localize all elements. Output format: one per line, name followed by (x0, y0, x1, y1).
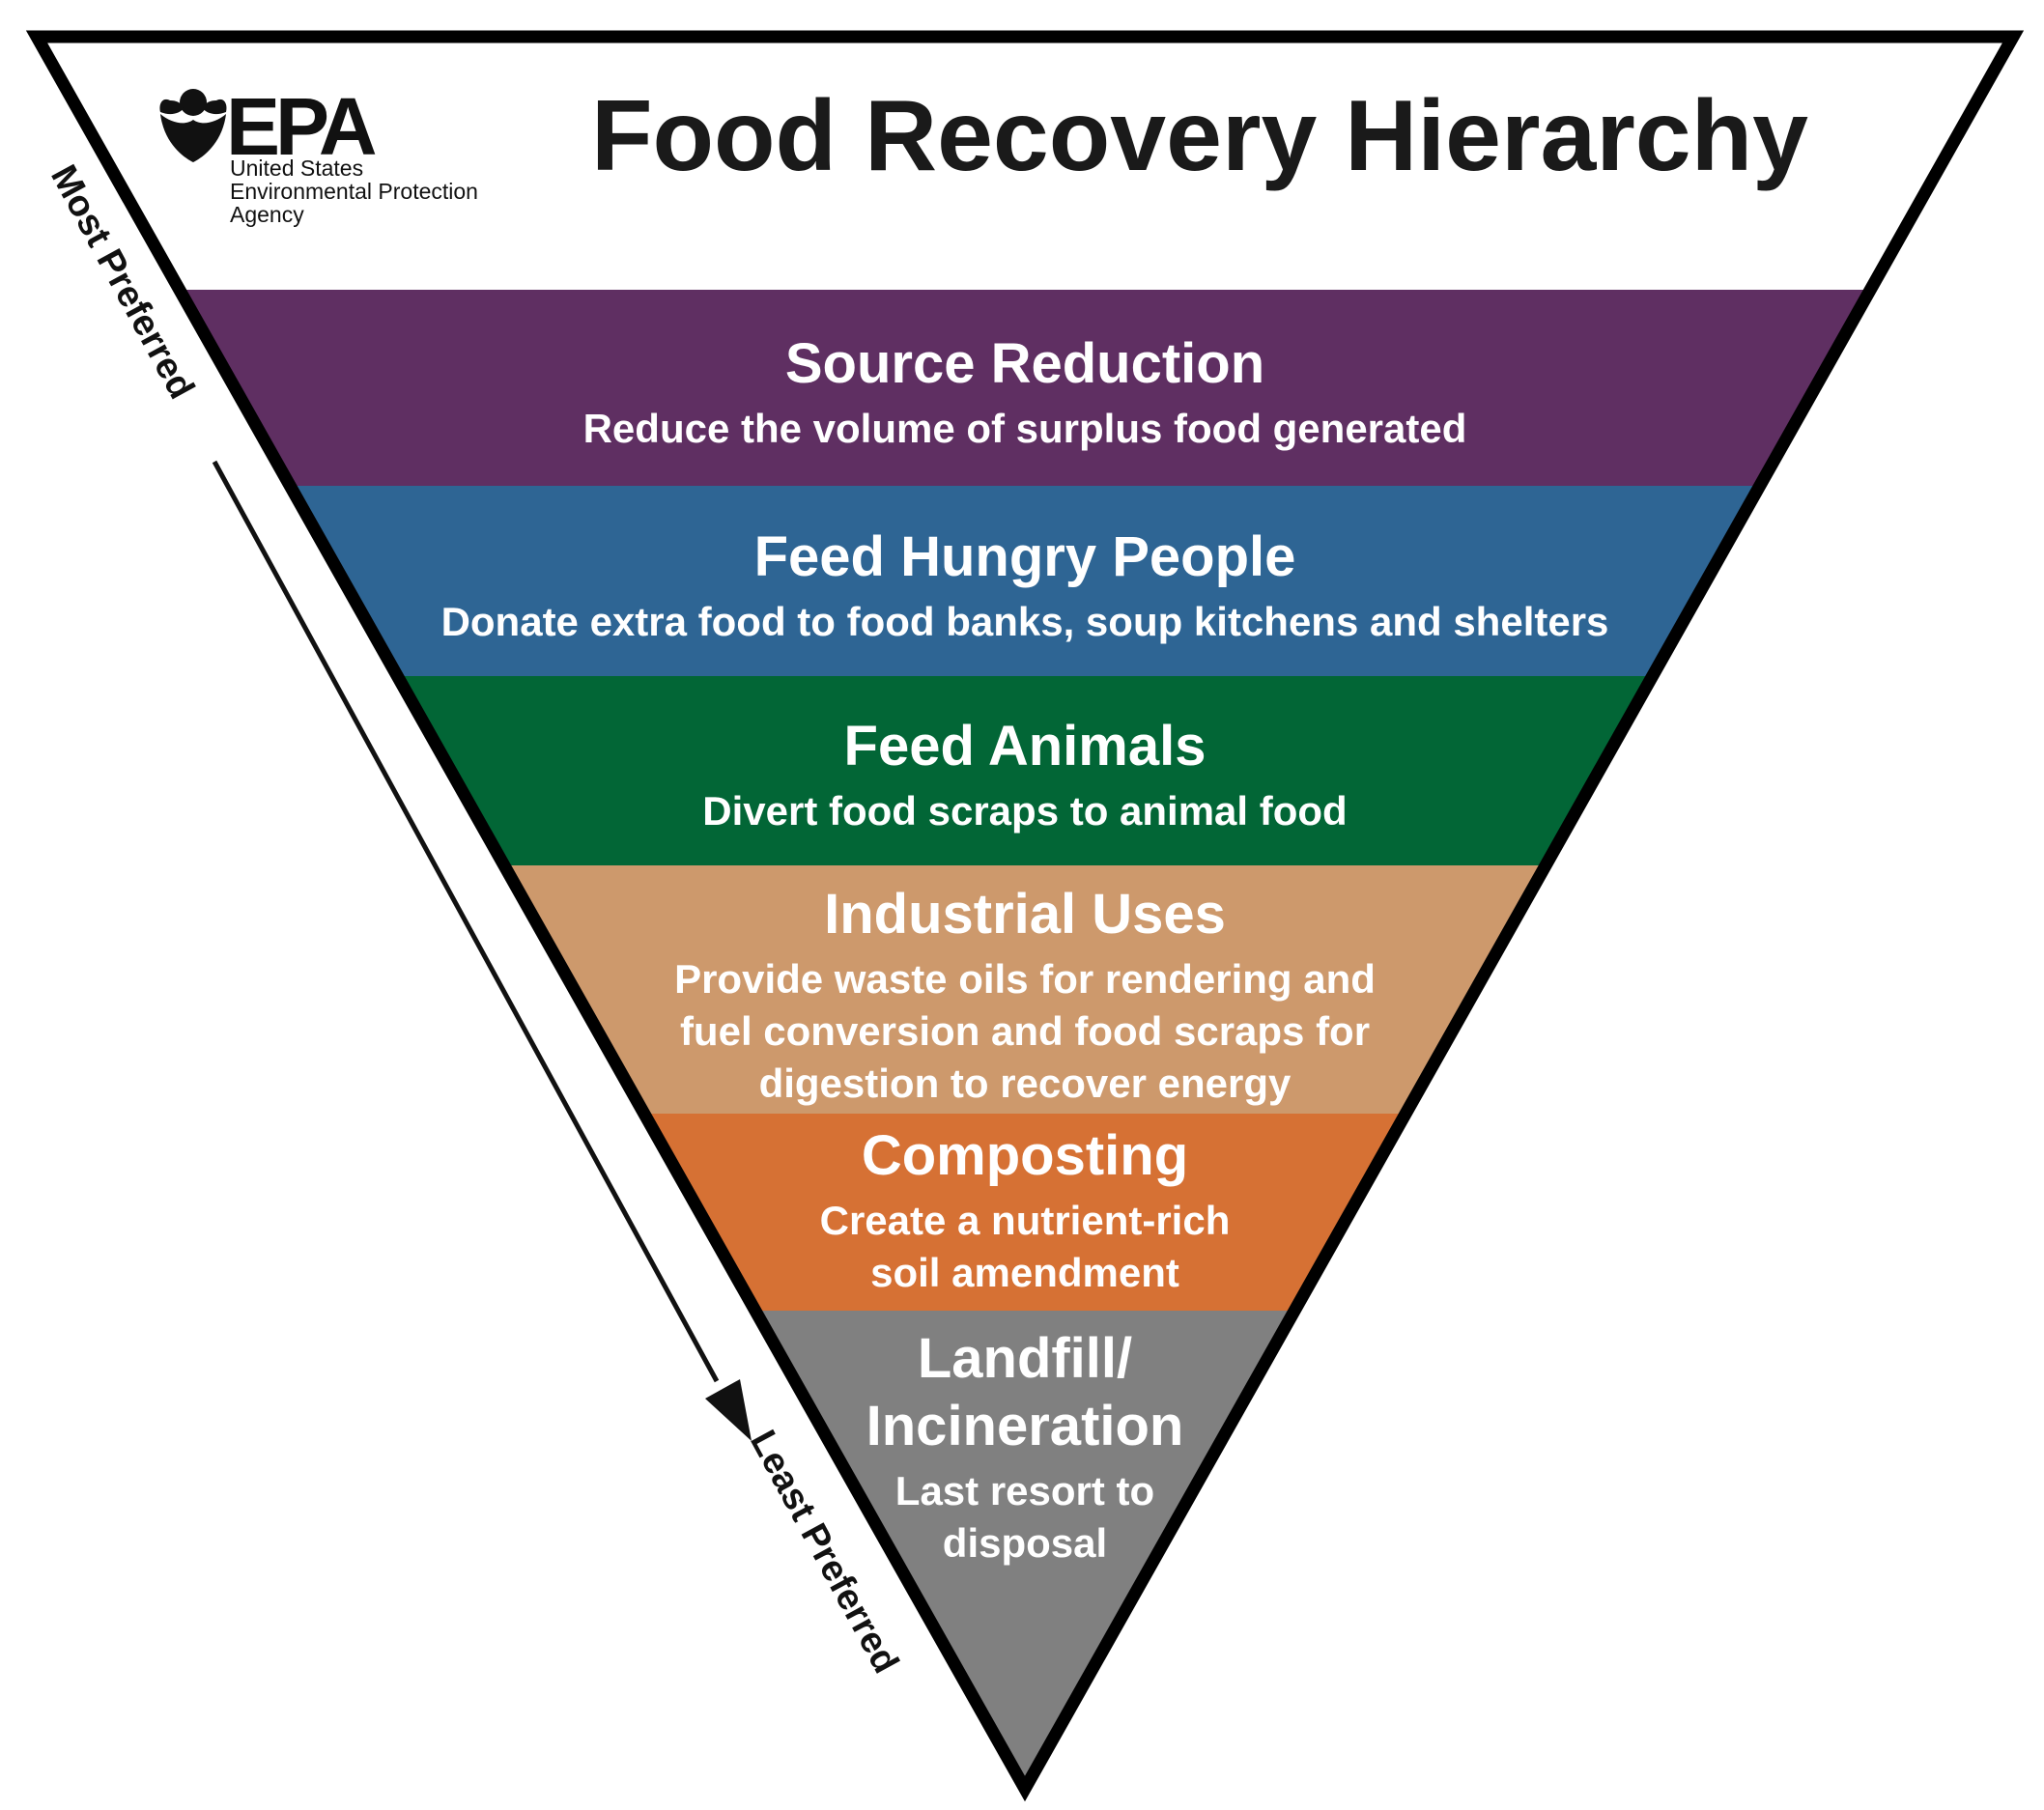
tier-title-industrial-uses: Industrial Uses (824, 883, 1226, 946)
agency-line-3: Agency (230, 202, 304, 227)
tier-description-feed-hungry-people: Donate extra food to food banks, soup ki… (441, 599, 1609, 644)
tier-band-composting (643, 1114, 1406, 1311)
epa-logo: EPA United States Environmental Protecti… (159, 81, 478, 227)
triangle-outline (25, 30, 2025, 1802)
tier-description-composting: Create a nutrient-rich (820, 1198, 1231, 1243)
tier-band-feed-animals (397, 676, 1653, 865)
tier-description-industrial-uses: Provide waste oils for rendering and (674, 956, 1376, 1002)
tier-description-feed-animals: Divert food scraps to animal food (702, 788, 1347, 834)
tier-description-source-reduction: Reduce the volume of surplus food genera… (583, 406, 1467, 451)
tier-band-source-reduction (179, 290, 1871, 486)
agency-line-2: Environmental Protection (230, 179, 478, 204)
tier-description-landfill: Last resort to (895, 1468, 1154, 1513)
tier-title-source-reduction: Source Reduction (785, 332, 1264, 395)
tier-description-composting: soil amendment (870, 1250, 1179, 1295)
tier-title-feed-animals: Feed Animals (844, 715, 1207, 778)
epa-wordmark: EPA (226, 81, 376, 172)
tier-description-industrial-uses: fuel conversion and food scraps for (680, 1008, 1370, 1054)
tier-title-landfill: Incineration (866, 1395, 1184, 1457)
tier-title-landfill: Landfill/ (918, 1327, 1132, 1390)
tier-band-industrial-uses (503, 865, 1547, 1114)
tier-description-landfill: disposal (943, 1520, 1107, 1566)
hierarchy-tiers (179, 290, 1871, 1789)
arrow-head (705, 1379, 752, 1441)
tier-band-landfill (754, 1311, 1295, 1789)
tier-title-feed-hungry-people: Feed Hungry People (754, 525, 1296, 588)
tier-title-composting: Composting (862, 1124, 1188, 1187)
epa-flower-icon (159, 89, 227, 162)
tier-description-industrial-uses: digestion to recover energy (759, 1061, 1292, 1106)
agency-line-1: United States (230, 156, 363, 181)
page-title: Food Recovery Hierarchy (591, 80, 1808, 192)
tier-band-feed-hungry-people (290, 486, 1760, 676)
arrow-shaft (212, 460, 720, 1383)
